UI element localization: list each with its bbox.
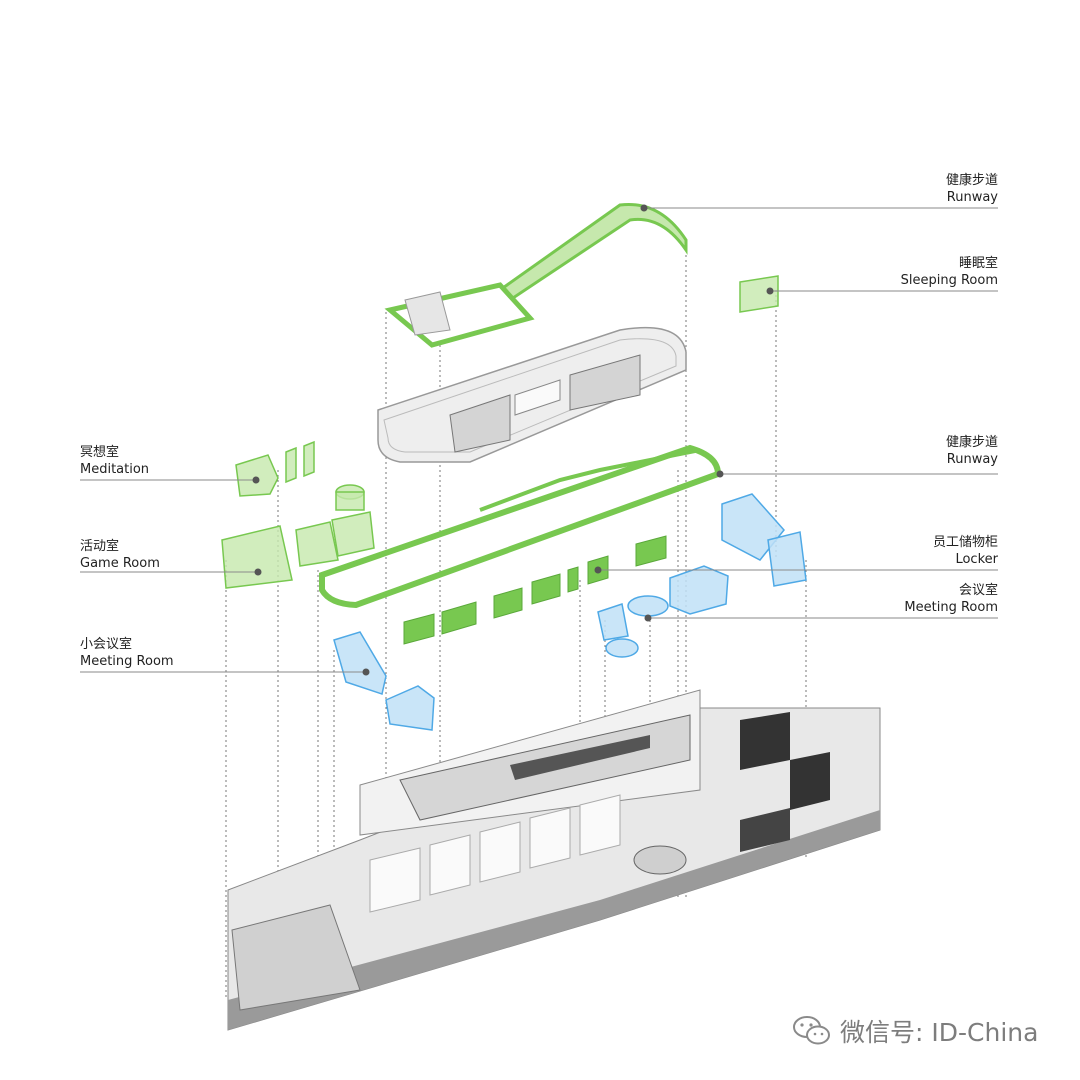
label-zh: 活动室 — [80, 539, 120, 554]
green-rooms — [221, 275, 779, 589]
leader-dots — [252, 204, 774, 676]
runway-top — [384, 202, 688, 348]
label-zh: 员工储物柜 — [932, 535, 998, 550]
label-en: Meeting Room — [80, 654, 174, 669]
leader-lines — [80, 207, 998, 673]
watermark-text: 微信号: ID-China — [840, 1018, 1039, 1047]
label-runway-mid: 健康步道 Runway — [946, 434, 998, 468]
label-meeting-room: 会议室 Meeting Room — [904, 582, 998, 616]
label-zh: 小会议室 — [80, 637, 133, 652]
wechat-icon — [793, 1016, 830, 1045]
label-zh: 冥想室 — [80, 445, 120, 460]
label-en: Meeting Room — [904, 600, 998, 615]
blue-rooms — [333, 493, 807, 731]
label-en: Game Room — [80, 556, 160, 571]
label-small-meeting-room: 小会议室 Meeting Room — [80, 636, 174, 670]
label-en: Runway — [946, 190, 998, 205]
label-locker: 员工储物柜 Locker — [933, 534, 998, 568]
upper-floor-plan — [377, 326, 687, 463]
label-game-room: 活动室 Game Room — [80, 538, 160, 572]
label-sleeping-room: 睡眠室 Sleeping Room — [901, 255, 998, 289]
label-zh: 睡眠室 — [958, 256, 998, 271]
label-zh: 健康步道 — [945, 173, 998, 188]
label-en: Meditation — [80, 462, 150, 477]
watermark: 微信号: ID-China — [792, 1013, 1038, 1049]
label-en: Locker — [955, 552, 998, 567]
label-en: Sleeping Room — [900, 273, 998, 288]
label-runway-top: 健康步道 Runway — [946, 172, 998, 206]
label-zh: 健康步道 — [945, 435, 998, 450]
label-en: Runway — [946, 452, 998, 467]
locker-blocks — [403, 535, 667, 645]
runway-mid — [319, 444, 722, 609]
ground-floor-plan — [227, 689, 881, 1031]
label-meditation: 冥想室 Meditation — [80, 444, 149, 478]
label-zh: 会议室 — [958, 583, 998, 598]
